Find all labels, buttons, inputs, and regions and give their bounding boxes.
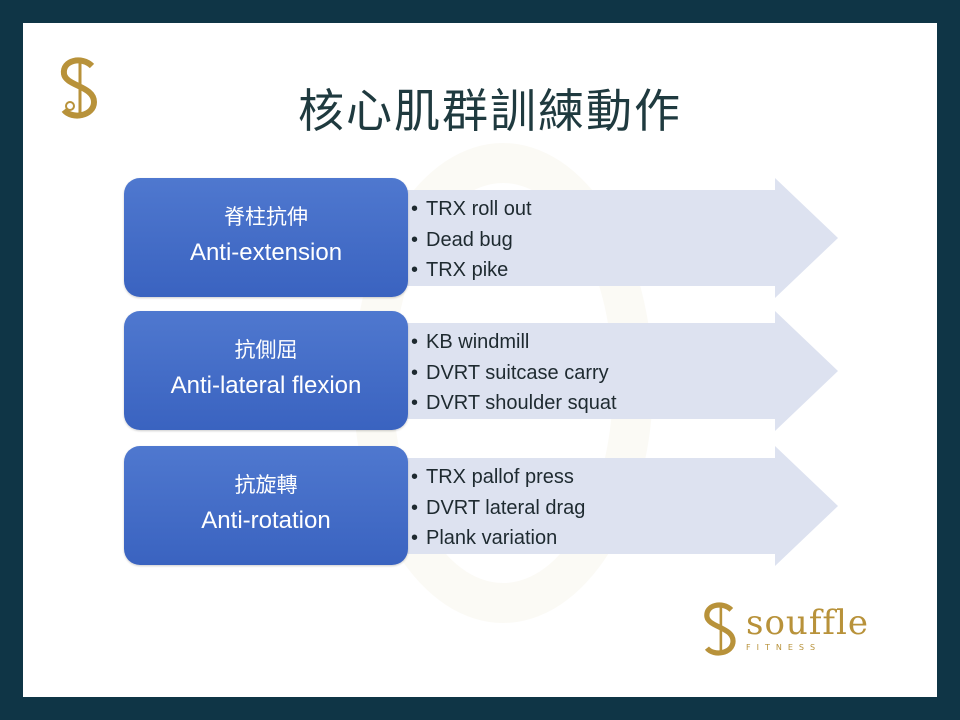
list-item: DVRT lateral drag [411, 493, 585, 524]
list-item: KB windmill [411, 327, 617, 358]
brand-name: souffle [746, 603, 869, 643]
brand-sub: FITNESS [746, 643, 822, 652]
category-zh: 抗旋轉 [234, 473, 298, 497]
list-item: TRX pallof press [411, 462, 585, 493]
list-item: Dead bug [411, 225, 532, 256]
exercise-list: KB windmill DVRT suitcase carry DVRT sho… [411, 327, 617, 419]
row-anti-rotation: 抗旋轉 Anti-rotation TRX pallof press DVRT … [23, 446, 937, 566]
category-box: 脊柱抗伸 Anti-extension [124, 178, 408, 297]
list-item: TRX roll out [411, 194, 532, 225]
category-en: Anti-rotation [201, 507, 331, 534]
row-anti-extension: 脊柱抗伸 Anti-extension TRX roll out Dead bu… [23, 178, 937, 298]
brand-logo: souffle FITNESS [700, 600, 869, 658]
brand-text: souffle FITNESS [746, 605, 869, 653]
list-item: Plank variation [411, 523, 585, 554]
souffle-logo-icon [60, 57, 98, 119]
category-zh: 抗側屈 [234, 338, 298, 362]
category-zh: 脊柱抗伸 [224, 205, 308, 229]
category-en: Anti-extension [189, 239, 343, 266]
list-item: DVRT suitcase carry [411, 358, 617, 389]
category-box: 抗旋轉 Anti-rotation [124, 446, 408, 565]
list-item: TRX pike [411, 255, 532, 286]
list-item: DVRT shoulder squat [411, 388, 616, 419]
exercise-list: TRX roll out Dead bug TRX pike [411, 194, 532, 286]
slide: 核心肌群訓練動作 脊柱抗伸 Anti-extension TRX roll ou… [23, 23, 937, 697]
category-en: Anti-lateral flexion [170, 372, 362, 399]
row-anti-lateral-flexion: 抗側屈 Anti-lateral flexion KB windmill DVR… [23, 311, 937, 431]
exercise-list: TRX pallof press DVRT lateral drag Plank… [411, 462, 585, 554]
page-title: 核心肌群訓練動作 [298, 84, 682, 138]
category-box: 抗側屈 Anti-lateral flexion [124, 311, 408, 430]
souffle-mark-icon [704, 602, 736, 656]
